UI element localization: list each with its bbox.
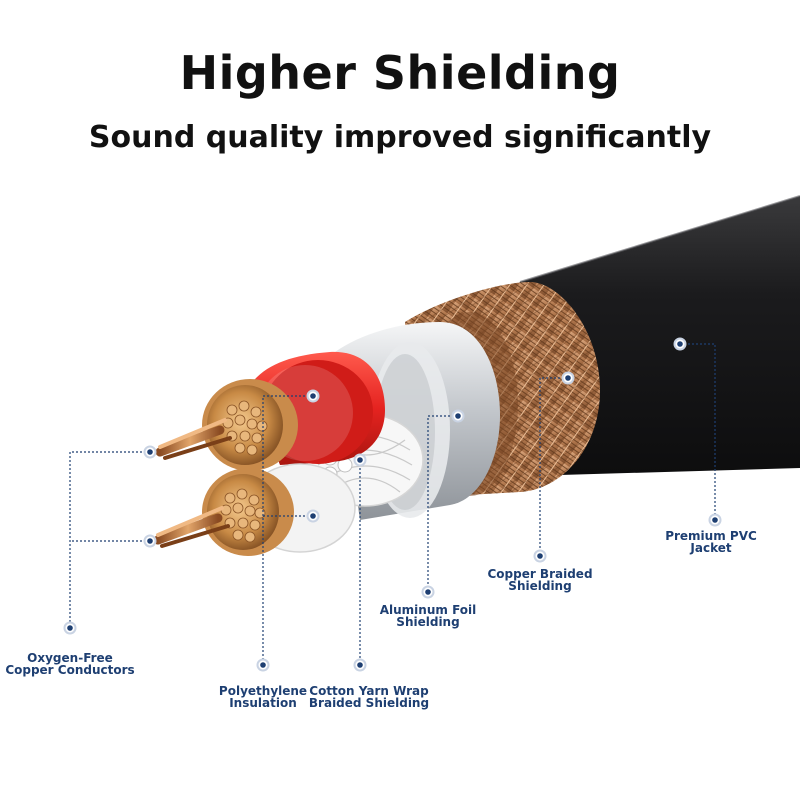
page-title: Higher Shielding bbox=[179, 46, 621, 100]
callout-dot-center bbox=[147, 449, 153, 455]
callout-leader-lines bbox=[69, 343, 716, 665]
callout-braid-line1: Copper Braided bbox=[487, 567, 593, 581]
callout-dot-center bbox=[357, 662, 363, 668]
callout-dot-center bbox=[67, 625, 73, 631]
callout-dot-center bbox=[310, 513, 316, 519]
callout-aluminum-line2: Shielding bbox=[396, 615, 460, 629]
callout-braid: Copper Braided Shielding bbox=[478, 568, 602, 592]
exposed-wire-tips bbox=[153, 418, 232, 548]
callout-dot-center bbox=[455, 413, 461, 419]
callout-jacket-line1: Premium PVC bbox=[665, 529, 757, 543]
callout-jacket-line2: Jacket bbox=[690, 541, 732, 555]
callout-polyethylene-line1: Polyethylene bbox=[218, 684, 308, 698]
page-subtitle: Sound quality improved significantly bbox=[88, 120, 712, 155]
callout-markers bbox=[63, 337, 722, 672]
callout-dot-center bbox=[260, 662, 266, 668]
callout-aluminum: Aluminum Foil Shielding bbox=[368, 604, 488, 628]
callout-braid-line2: Shielding bbox=[508, 579, 572, 593]
callout-conductors-line1: Oxygen-Free bbox=[27, 651, 113, 665]
callout-dot-center bbox=[537, 553, 543, 559]
callout-cotton: Cotton Yarn Wrap Braided Shielding bbox=[302, 685, 436, 709]
callout-cotton-line1: Cotton Yarn Wrap bbox=[309, 684, 429, 698]
top-conductor bbox=[202, 379, 298, 471]
callout-polyethylene-line2: Insulation bbox=[229, 696, 297, 710]
callout-conductors-line2: Copper Conductors bbox=[5, 663, 135, 677]
callout-dot-center bbox=[712, 517, 718, 523]
callout-conductors: Oxygen-Free Copper Conductors bbox=[4, 652, 136, 676]
callout-cotton-line2: Braided Shielding bbox=[308, 696, 430, 710]
callout-dot-center bbox=[310, 393, 316, 399]
callout-dot-center bbox=[565, 375, 571, 381]
callout-polyethylene: Polyethylene Insulation bbox=[203, 685, 323, 709]
bottom-conductor bbox=[202, 468, 294, 556]
callout-dot-center bbox=[425, 589, 431, 595]
callout-dot-center bbox=[677, 341, 683, 347]
callout-aluminum-line1: Aluminum Foil bbox=[379, 603, 477, 617]
callout-dot-center bbox=[357, 457, 363, 463]
callout-dot-center bbox=[147, 538, 153, 544]
callout-jacket: Premium PVC Jacket bbox=[655, 530, 767, 554]
